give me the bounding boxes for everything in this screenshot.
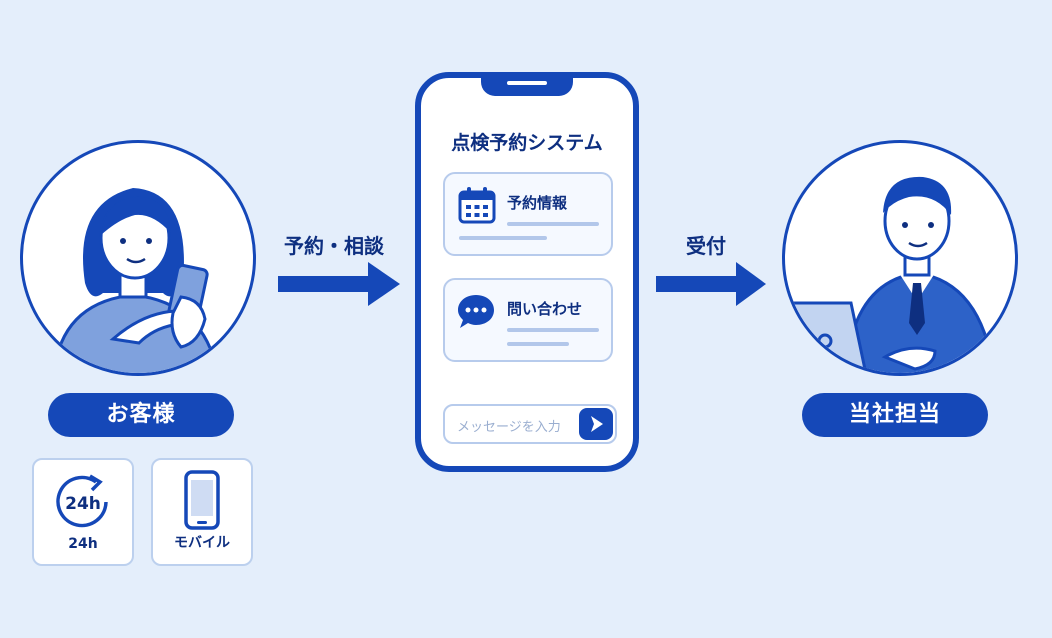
- customer-woman-icon: [52, 188, 219, 373]
- flow-arrow-right-icon: [656, 262, 766, 306]
- chat-bubble-icon: [458, 295, 494, 328]
- inquiry-label: 問い合わせ: [507, 300, 583, 318]
- customer-label: お客様: [48, 393, 234, 437]
- staff-label: 当社担当: [802, 393, 988, 437]
- feature-label-mobile: モバイル: [174, 535, 230, 551]
- feature-label-24h: 24h: [68, 536, 98, 552]
- text-line-placeholder: [507, 328, 599, 332]
- feature-card-mobile: モバイル: [151, 458, 253, 566]
- send-button[interactable]: [579, 408, 613, 440]
- send-icon: [591, 416, 603, 432]
- text-line-placeholder: [507, 222, 599, 226]
- booking-system-phone: 点検予約システム 予約情報 問い合わせ メッセージを入力: [415, 72, 639, 472]
- text-line-placeholder: [459, 236, 547, 240]
- staff-businessman-icon: [785, 176, 996, 373]
- phone-title: 点検予約システム: [451, 132, 603, 154]
- flow-label-reserve-consult: 予約・相談: [284, 234, 384, 258]
- reservation-info-card[interactable]: 予約情報: [443, 172, 613, 256]
- message-input[interactable]: メッセージを入力: [443, 404, 617, 444]
- message-input-placeholder: メッセージを入力: [457, 420, 561, 435]
- feature-card-24h: 24h 24h: [32, 458, 134, 566]
- customer-illustration: [20, 140, 256, 376]
- staff-illustration: [782, 140, 1018, 376]
- smartphone-icon: [184, 470, 220, 530]
- flow-arrow-right-icon: [278, 262, 400, 306]
- reservation-info-label: 予約情報: [507, 194, 568, 212]
- calendar-icon: [458, 187, 496, 224]
- clock-24h-icon: 24h: [56, 474, 108, 528]
- clock-icon-text: 24h: [65, 494, 101, 514]
- phone-notch: [481, 72, 573, 96]
- inquiry-card[interactable]: 問い合わせ: [443, 278, 613, 362]
- text-line-placeholder: [507, 342, 569, 346]
- flow-label-reception: 受付: [686, 234, 726, 258]
